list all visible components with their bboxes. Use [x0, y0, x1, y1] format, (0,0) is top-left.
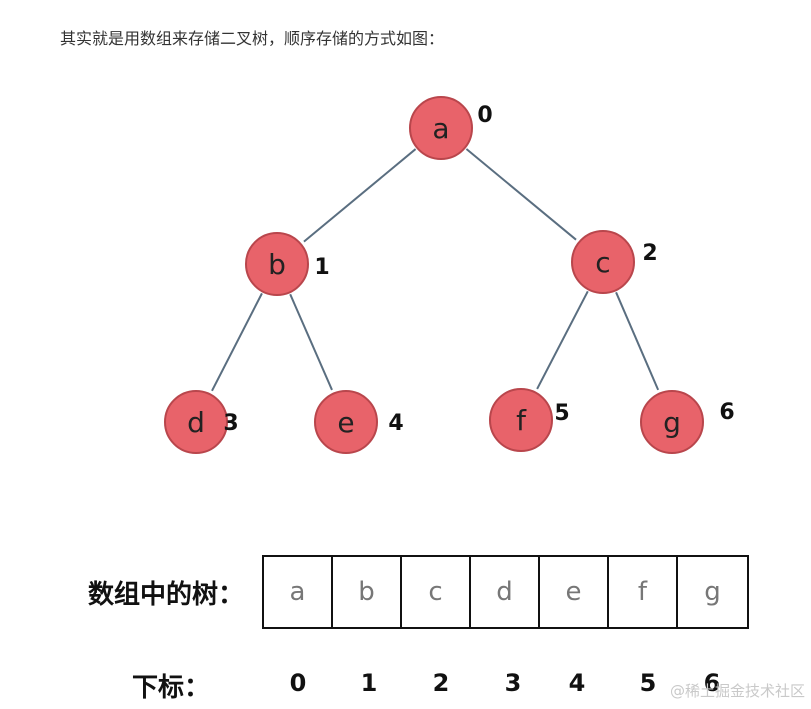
node-letter: g: [663, 406, 681, 439]
node-index: 6: [719, 400, 734, 425]
index-value: 2: [432, 669, 450, 697]
array-cell: c: [402, 557, 471, 627]
array-cell: a: [264, 557, 333, 627]
tree-edge-c-f: [536, 290, 589, 390]
node-letter: c: [595, 246, 610, 279]
tree-edge-c-g: [615, 291, 660, 391]
node-index: 4: [388, 411, 403, 436]
array-row: a b c d e f g: [262, 555, 749, 629]
node-index: 2: [642, 241, 657, 266]
array-label: 数组中的树：: [88, 580, 245, 610]
node-index: 1: [314, 255, 329, 280]
tree-edge-a-c: [465, 148, 577, 241]
array-cell: g: [704, 577, 721, 607]
array-cell: e: [540, 557, 609, 627]
index-value: 0: [289, 669, 307, 697]
array-cell: b: [333, 557, 402, 627]
node-index: 5: [554, 401, 569, 426]
index-value: 4: [568, 669, 586, 697]
node-circle: [314, 390, 378, 454]
node-index: 3: [223, 411, 238, 436]
watermark: @稀土掘金技术社区: [669, 682, 805, 700]
index-value: 6: [703, 669, 721, 697]
node-letter: a: [432, 112, 449, 145]
index-value: 3: [504, 669, 522, 697]
node-letter: e: [337, 406, 354, 439]
node-letter: b: [268, 248, 286, 281]
index-value: 1: [360, 669, 378, 697]
node-letter: d: [187, 406, 205, 439]
node-circle: [409, 96, 473, 160]
array-cell: d: [471, 557, 540, 627]
node-circle: [245, 232, 309, 296]
tree-edge-a-b: [303, 148, 417, 243]
node-circle: [640, 390, 704, 454]
index-value: 5: [639, 669, 657, 697]
node-circle: [489, 388, 553, 452]
node-letter: f: [516, 404, 527, 437]
tree-edge-b-d: [211, 292, 263, 392]
node-circle: [164, 390, 228, 454]
tree-edge-b-e: [289, 293, 333, 391]
node-circle: [571, 230, 635, 294]
intro-text: 其实就是用数组来存储二叉树，顺序存储的方式如图：: [60, 29, 445, 48]
index-label: 下标：: [132, 673, 211, 703]
node-index: 0: [477, 103, 492, 128]
array-cell: f: [609, 557, 678, 627]
